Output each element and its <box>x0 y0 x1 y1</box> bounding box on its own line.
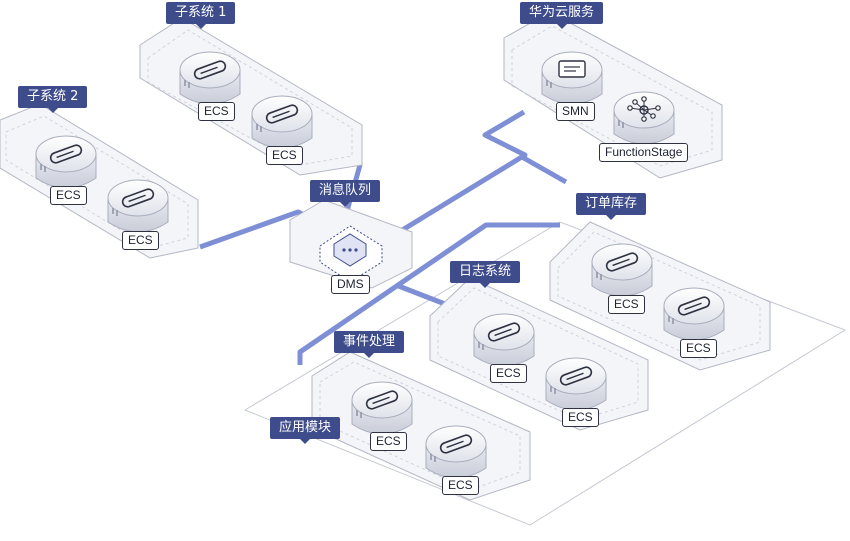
platform-subsystem1 <box>139 17 363 176</box>
tag-event-processing: 事件处理 <box>334 331 405 358</box>
ecs-server-icon <box>591 243 653 297</box>
ecs-label: ECS <box>266 146 303 165</box>
functionstage-label: FunctionStage <box>599 143 689 162</box>
ecs-server-icon <box>107 179 169 233</box>
ecs-server-icon <box>663 287 725 341</box>
ecs-label: ECS <box>122 231 159 250</box>
tag-application-module: 应用模块 <box>270 417 341 444</box>
ecs-label: ECS <box>370 432 407 451</box>
tag-subsystem1: 子系统 1 <box>166 2 236 29</box>
ecs-label: ECS <box>490 364 527 383</box>
ecs-server-icon <box>425 425 487 479</box>
tag-order-inventory: 订单库存 <box>576 193 647 220</box>
ecs-label: ECS <box>442 476 479 495</box>
ecs-server-icon <box>473 313 535 367</box>
platform-subsystem2 <box>0 103 199 259</box>
tag-log-system: 日志系统 <box>450 261 521 288</box>
functionstage-icon <box>613 91 675 145</box>
ecs-server-icon <box>179 51 241 105</box>
tag-huawei-cloud: 华为云服务 <box>520 2 604 29</box>
ecs-label: ECS <box>608 295 645 314</box>
smn-icon <box>541 51 603 105</box>
ecs-label: ECS <box>198 102 235 121</box>
ecs-server-icon <box>35 135 97 189</box>
tag-subsystem2: 子系统 2 <box>18 86 88 113</box>
connector-lines <box>199 109 568 365</box>
ecs-server-icon <box>351 381 413 435</box>
dms-icon <box>319 225 383 283</box>
tag-message-queue: 消息队列 <box>310 180 381 207</box>
smn-label: SMN <box>556 102 595 121</box>
ecs-label: ECS <box>562 408 599 427</box>
ecs-server-icon <box>545 357 607 411</box>
ecs-server-icon <box>251 95 313 149</box>
ecs-label: ECS <box>50 186 87 205</box>
ecs-label: ECS <box>680 339 717 358</box>
dms-label: DMS <box>331 275 370 294</box>
